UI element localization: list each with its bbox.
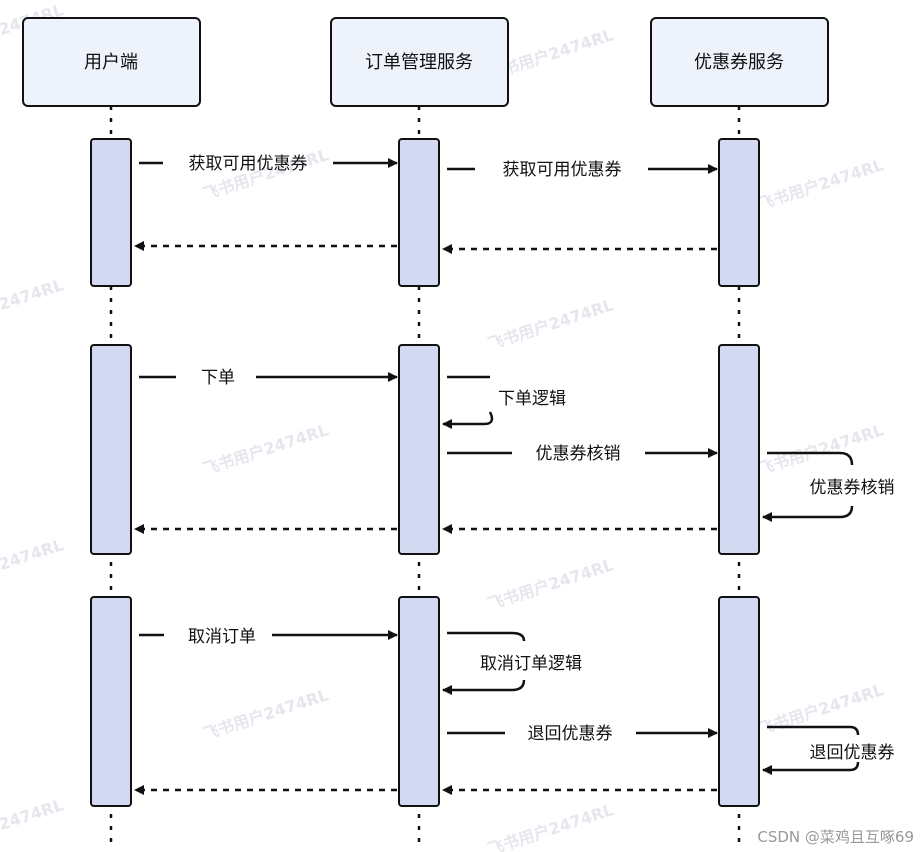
message-place-order: 下单 xyxy=(139,368,398,388)
watermark: 飞书用户2474RL xyxy=(0,275,66,334)
message-get-coupons-forward: 获取可用优惠券 xyxy=(447,160,718,180)
self-message-return-coupon: 退回优惠券 xyxy=(762,725,895,775)
watermark: 飞书用户2474RL xyxy=(485,555,616,614)
message-label: 退回优惠券 xyxy=(528,724,613,744)
activation-bar xyxy=(398,344,440,555)
self-message-redeem-coupon: 优惠券核销 xyxy=(762,451,895,522)
watermark: 飞书用户2474RL xyxy=(485,800,616,852)
message-get-coupons-request: 获取可用优惠券 xyxy=(139,154,398,174)
activation-bar xyxy=(718,138,760,287)
message-cancel-order: 取消订单 xyxy=(139,627,398,647)
watermark: 飞书用户2474RL xyxy=(755,420,886,479)
message-label: 退回优惠券 xyxy=(810,743,895,763)
message-label: 下单 xyxy=(201,368,235,388)
activation-bar xyxy=(718,596,760,807)
message-label: 优惠券核销 xyxy=(536,444,621,464)
watermark: 飞书用户2474RL xyxy=(755,680,886,739)
activation-bar xyxy=(718,344,760,555)
activation-bar xyxy=(90,138,132,287)
participant-label: 用户端 xyxy=(84,52,138,73)
message-label: 优惠券核销 xyxy=(810,478,895,498)
participant-client: 用户端 xyxy=(22,17,201,107)
watermark: 飞书用户2474RL xyxy=(200,685,331,744)
watermark: 飞书用户2474RL xyxy=(485,295,616,354)
message-label: 取消订单逻辑 xyxy=(480,654,582,674)
watermark: 飞书用户2474RL xyxy=(200,420,331,479)
message-label: 下单逻辑 xyxy=(498,389,566,409)
self-message-cancel-order-logic: 取消订单逻辑 xyxy=(442,631,582,695)
activation-bar xyxy=(398,596,440,807)
message-label: 获取可用优惠券 xyxy=(189,154,308,174)
return-arrows-block-1 xyxy=(134,241,717,254)
activations xyxy=(90,138,760,807)
watermark: 飞书用户2474RL xyxy=(755,155,886,214)
participant-order: 订单管理服务 xyxy=(330,17,509,107)
participant-label: 优惠券服务 xyxy=(694,52,784,73)
activation-bar xyxy=(90,344,132,555)
self-message-place-order-logic: 下单逻辑 xyxy=(442,375,566,429)
activation-bar xyxy=(90,596,132,807)
message-label: 获取可用优惠券 xyxy=(503,160,622,180)
watermark: 飞书用户2474RL xyxy=(0,795,66,852)
activation-bar xyxy=(398,138,440,287)
message-label: 取消订单 xyxy=(188,627,256,647)
participant-label: 订单管理服务 xyxy=(365,52,473,73)
participant-coupon: 优惠券服务 xyxy=(650,17,829,107)
footer-credit: CSDN @菜鸡且互啄69 xyxy=(757,828,914,846)
message-return-coupon: 退回优惠券 xyxy=(447,724,718,744)
watermark: 飞书用户2474RL xyxy=(0,535,66,594)
message-redeem-coupon: 优惠券核销 xyxy=(447,444,718,464)
